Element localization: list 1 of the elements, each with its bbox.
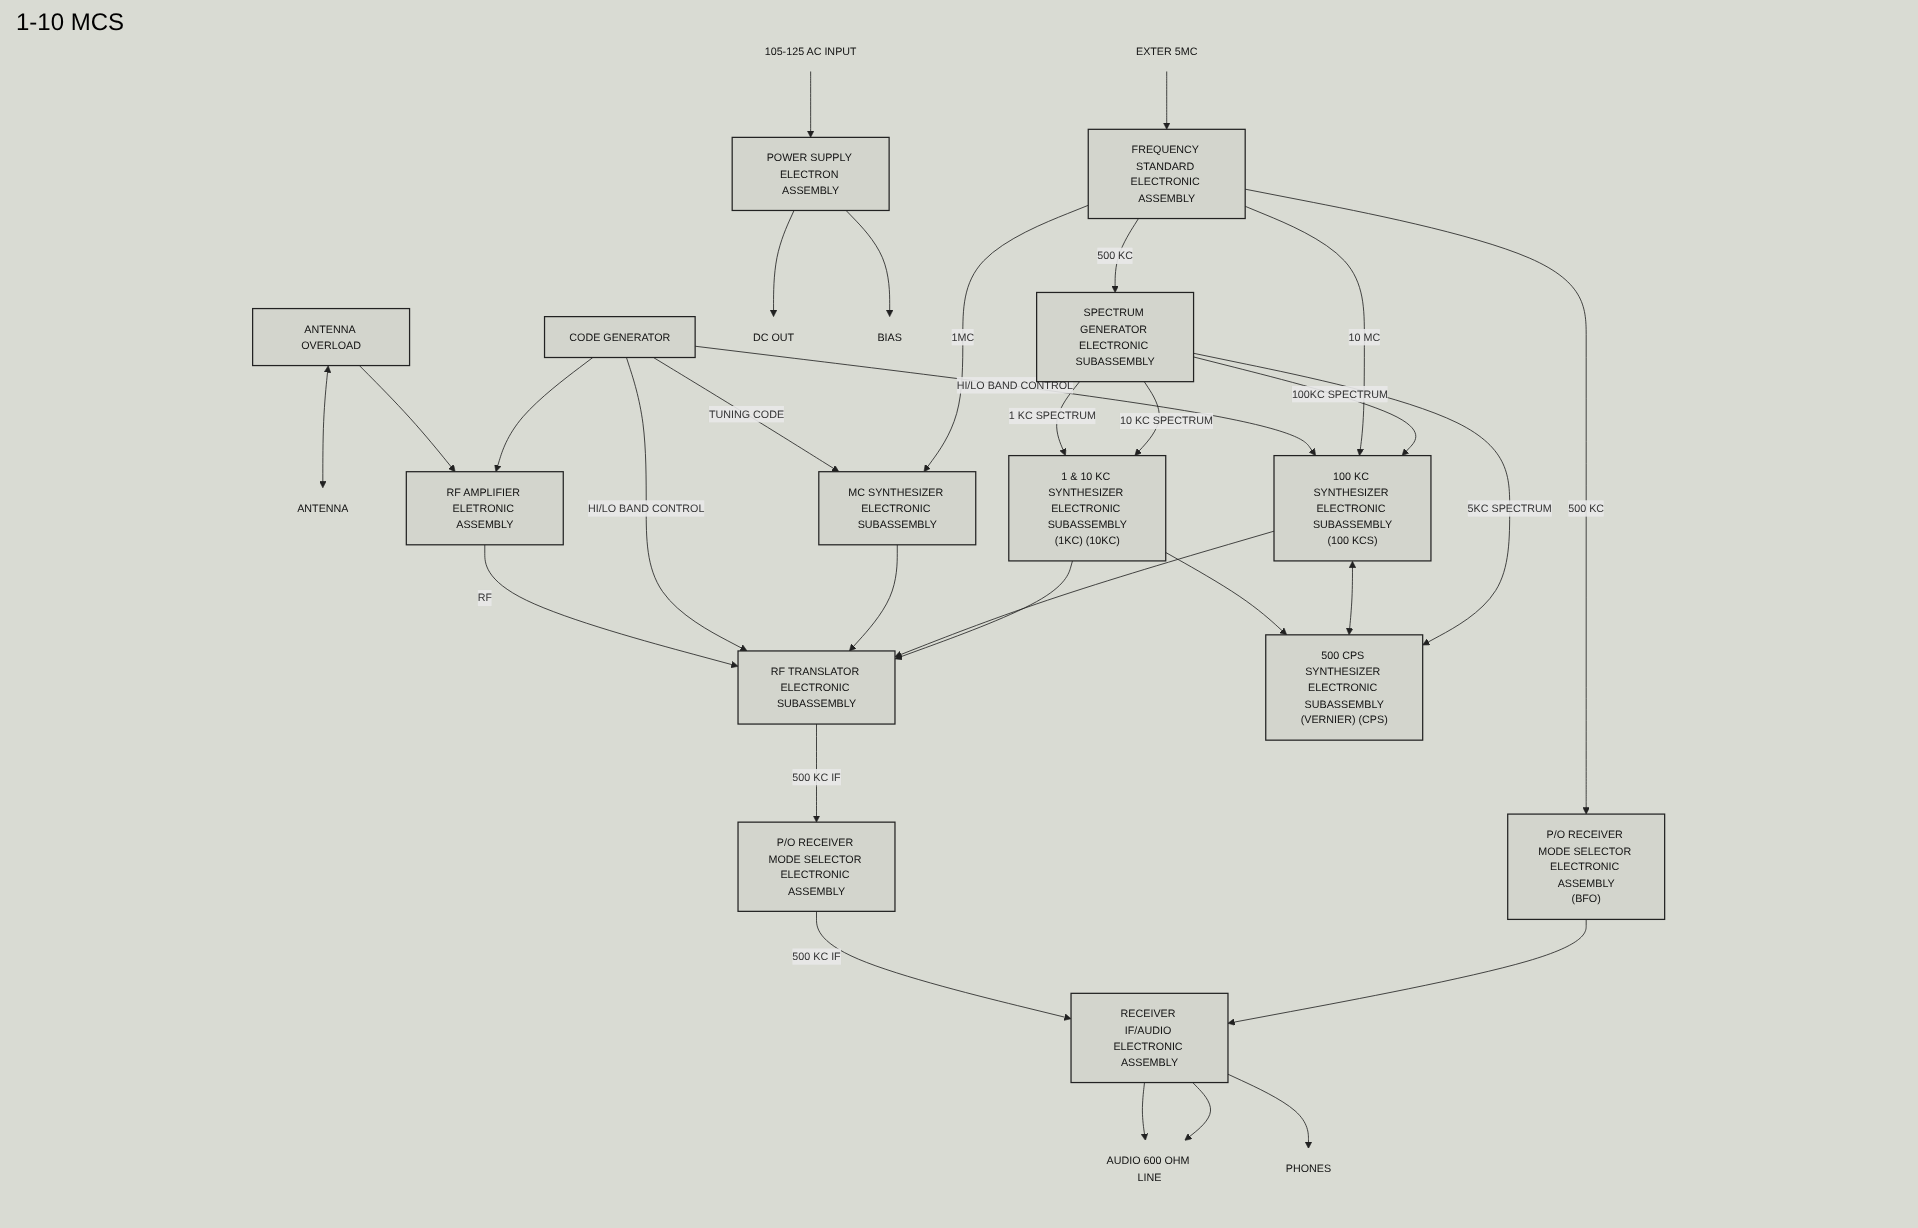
note-label: 1-10 MCS xyxy=(16,8,125,36)
